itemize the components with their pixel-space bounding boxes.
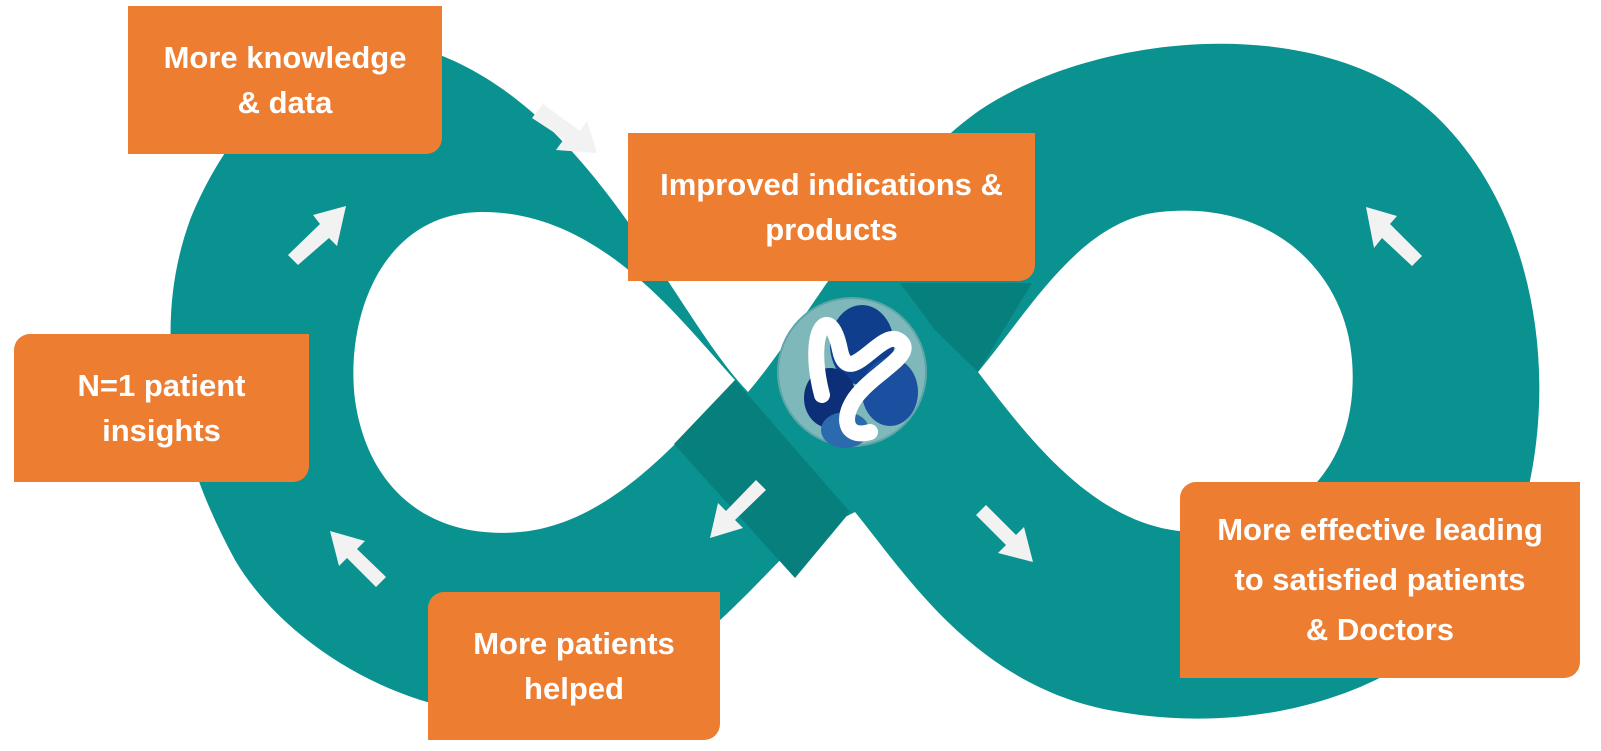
arrow-down-right-icon: [976, 505, 1033, 562]
infinity-loop-left-hole: [353, 211, 735, 533]
step-text-line: insights: [102, 413, 221, 448]
step-text-line: products: [765, 212, 898, 247]
arrow-down-right-icon: [532, 104, 597, 153]
arrow-up-left-icon: [1366, 207, 1422, 266]
step-text-line: Improved indications &: [660, 167, 1003, 202]
loop-shade-upper: [900, 283, 1032, 372]
step-text-line: helped: [524, 671, 624, 706]
step-text-line: More patients: [473, 626, 675, 661]
step-more-effective: More effective leading to satisfied pati…: [1180, 482, 1580, 678]
step-text-line: & Doctors: [1305, 612, 1455, 647]
step-text-line: More effective leading: [1217, 512, 1543, 547]
loop-shade-lower: [674, 380, 850, 578]
arrow-down-left-icon: [710, 480, 766, 538]
m-logo-icon: [777, 297, 927, 448]
infinity-loop-right-hole: [978, 210, 1353, 533]
step-text-line: N=1 patient: [77, 368, 246, 403]
step-more-knowledge: More knowledge & data: [128, 6, 442, 154]
arrow-up-left-icon: [330, 531, 386, 587]
step-text-line: More knowledge: [163, 40, 407, 75]
arrow-up-right-icon: [288, 206, 346, 265]
step-text-line: & data: [237, 85, 333, 120]
step-improved-indications: Improved indications & products: [628, 133, 1035, 281]
step-more-patients-helped: More patients helped: [428, 592, 720, 740]
step-text-line: to satisfied patients: [1234, 562, 1526, 597]
step-patient-insights: N=1 patient insights: [14, 334, 309, 482]
